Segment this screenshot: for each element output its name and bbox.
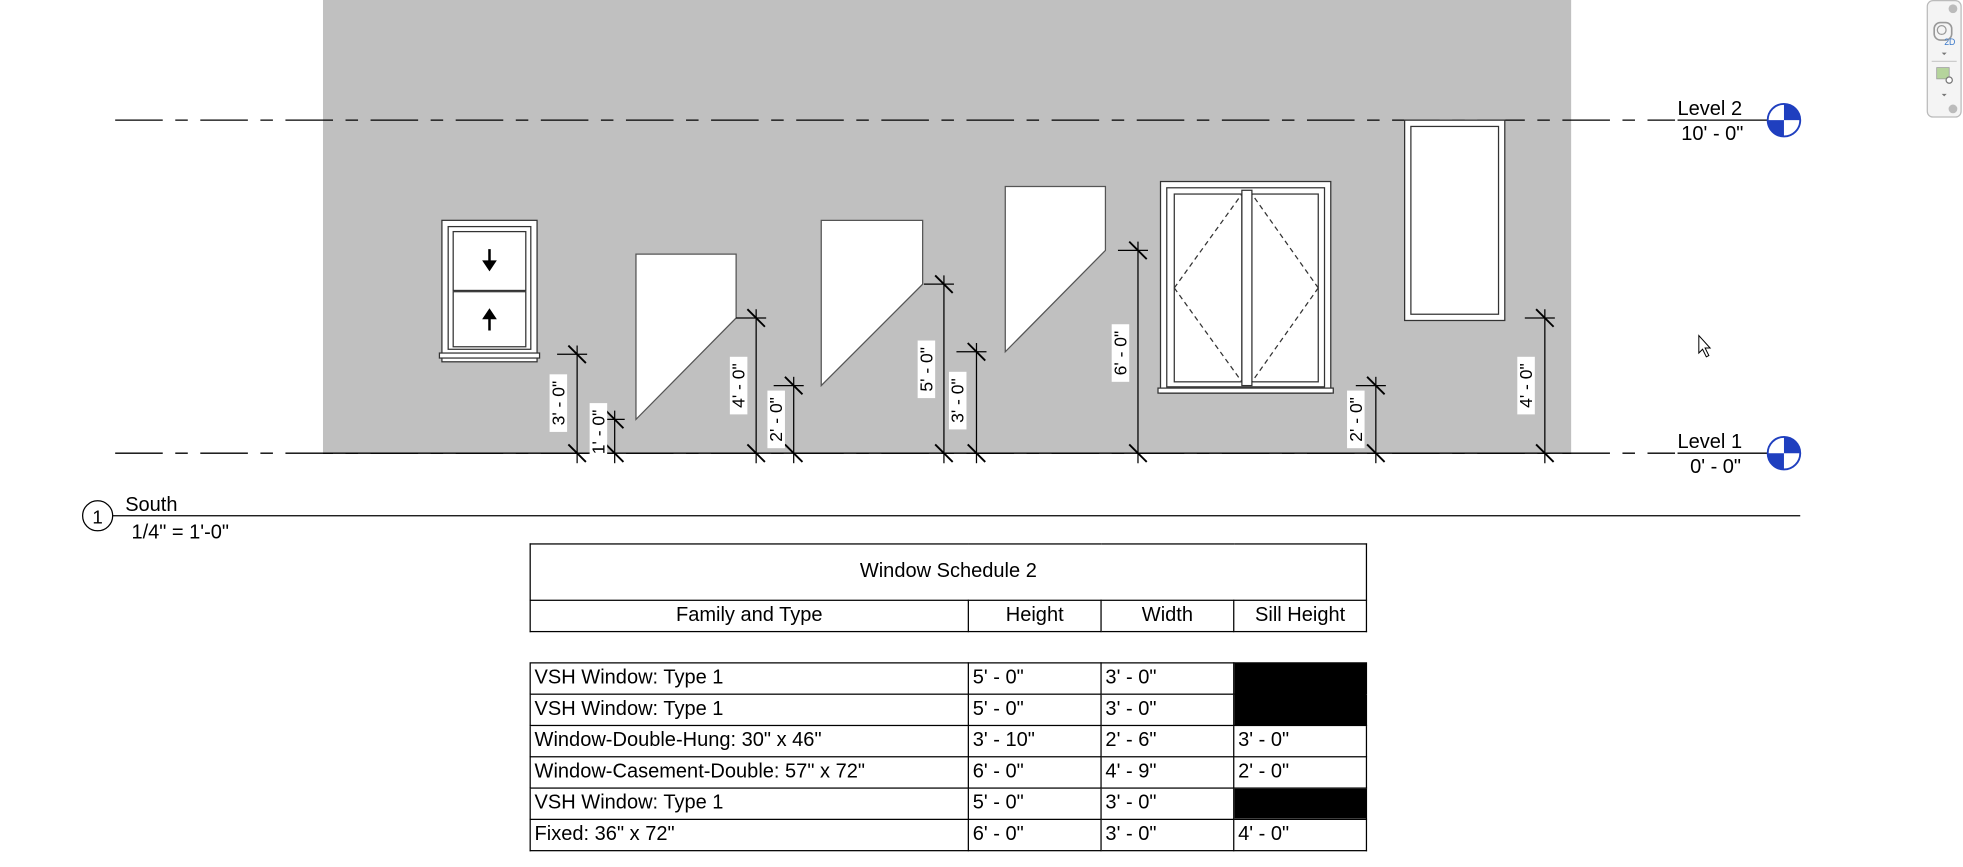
- window-casement-double[interactable]: [1157, 180, 1334, 394]
- zoom-region-icon[interactable]: [1936, 67, 1953, 84]
- sill-height-cell[interactable]: [1233, 787, 1368, 820]
- schedule-title[interactable]: Window Schedule 2: [529, 543, 1368, 601]
- dimension-label: 4' - 0": [1516, 363, 1536, 408]
- height-cell[interactable]: 6' - 0": [967, 756, 1102, 789]
- dimension-label: 4' - 0": [729, 363, 749, 408]
- chevron-down-icon[interactable]: [1941, 52, 1947, 56]
- dimension-label: 2' - 0": [766, 397, 786, 442]
- family-type-cell[interactable]: VSH Window: Type 1: [529, 787, 969, 820]
- window-vsh-3[interactable]: [1004, 185, 1107, 354]
- level-1-head-icon[interactable]: [1766, 435, 1802, 471]
- column-header-family-type[interactable]: Family and Type: [529, 599, 969, 633]
- schedule-row[interactable]: Window-Casement-Double: 57" x 72"6' - 0"…: [529, 756, 1368, 789]
- height-cell[interactable]: 6' - 0": [967, 818, 1102, 852]
- dimension[interactable]: 1' - 0": [588, 403, 625, 464]
- sill-height-cell[interactable]: 3' - 0": [1233, 724, 1368, 758]
- level-2-name[interactable]: Level 2: [1678, 98, 1743, 120]
- level-2-elevation[interactable]: 10' - 0": [1681, 123, 1743, 145]
- svg-text:2D: 2D: [1944, 37, 1955, 47]
- level-1-name[interactable]: Level 1: [1678, 431, 1743, 453]
- arrow-up-icon: [482, 308, 497, 331]
- chevron-down-icon[interactable]: [1941, 93, 1947, 97]
- family-type-cell[interactable]: Fixed: 36" x 72": [529, 818, 969, 852]
- sill-height-cell[interactable]: 4' - 0": [1233, 818, 1368, 852]
- width-cell[interactable]: 2' - 6": [1100, 724, 1235, 758]
- view-number: 1: [92, 506, 102, 527]
- family-type-cell[interactable]: Window-Double-Hung: 30" x 46": [529, 724, 969, 758]
- family-type-cell[interactable]: VSH Window: Type 1: [529, 693, 969, 727]
- sill-height-cell[interactable]: [1233, 662, 1368, 727]
- arrow-down-icon: [482, 249, 497, 272]
- minimize-icon[interactable]: [1948, 104, 1958, 114]
- dimension-label: 1' - 0": [588, 410, 608, 455]
- width-cell[interactable]: 3' - 0": [1100, 787, 1235, 820]
- dimension[interactable]: 2' - 0": [766, 376, 804, 464]
- dimension-label: 5' - 0": [916, 347, 936, 392]
- width-cell[interactable]: 4' - 9": [1100, 756, 1235, 789]
- dimension[interactable]: 2' - 0": [1346, 376, 1386, 464]
- dimension[interactable]: 6' - 0": [1110, 240, 1148, 464]
- schedule-row[interactable]: Window-Double-Hung: 30" x 46"3' - 10"2' …: [529, 724, 1368, 758]
- view-name[interactable]: South: [125, 494, 177, 516]
- level-1-elevation[interactable]: 0' - 0": [1690, 456, 1741, 478]
- mouse-cursor-icon: [1698, 334, 1712, 358]
- window-schedule[interactable]: Window Schedule 2 Family and Type Height…: [529, 543, 1368, 852]
- view-scale: 1/4" = 1'-0": [131, 521, 229, 543]
- dimension[interactable]: 4' - 0": [729, 308, 767, 464]
- family-type-cell[interactable]: Window-Casement-Double: 57" x 72": [529, 756, 969, 789]
- window-vsh-2[interactable]: [820, 219, 924, 388]
- dimension[interactable]: 5' - 0": [916, 274, 954, 464]
- dimension[interactable]: 3' - 0": [548, 344, 588, 464]
- level-2-head-icon[interactable]: [1766, 102, 1802, 138]
- width-cell[interactable]: 3' - 0": [1100, 818, 1235, 852]
- dimension-label: 3' - 0": [948, 378, 968, 423]
- schedule-row[interactable]: Fixed: 36" x 72"6' - 0"3' - 0"4' - 0": [529, 818, 1368, 852]
- width-cell[interactable]: 3' - 0": [1100, 693, 1235, 727]
- steering-wheel-icon[interactable]: 2D: [1933, 21, 1955, 48]
- window-fixed[interactable]: [1404, 119, 1506, 322]
- dimension-label: 6' - 0": [1110, 331, 1130, 376]
- height-cell[interactable]: 5' - 0": [967, 787, 1102, 820]
- window-double-hung[interactable]: [438, 219, 541, 363]
- sill-height-cell[interactable]: 2' - 0": [1233, 756, 1368, 789]
- column-header-width[interactable]: Width: [1100, 599, 1235, 633]
- column-header-height[interactable]: Height: [967, 599, 1102, 633]
- height-cell[interactable]: 3' - 10": [967, 724, 1102, 758]
- family-type-cell[interactable]: VSH Window: Type 1: [529, 662, 969, 695]
- dimension[interactable]: 4' - 0": [1516, 308, 1555, 464]
- width-cell[interactable]: 3' - 0": [1100, 662, 1235, 695]
- dimension-label: 3' - 0": [548, 381, 568, 426]
- navigation-bar[interactable]: 2D: [1926, 0, 1962, 118]
- height-cell[interactable]: 5' - 0": [967, 662, 1102, 695]
- column-header-sill-height[interactable]: Sill Height: [1233, 599, 1368, 633]
- height-cell[interactable]: 5' - 0": [967, 693, 1102, 727]
- close-icon[interactable]: [1948, 4, 1958, 14]
- dimension[interactable]: 3' - 0": [948, 342, 987, 464]
- dimension-label: 2' - 0": [1346, 397, 1366, 442]
